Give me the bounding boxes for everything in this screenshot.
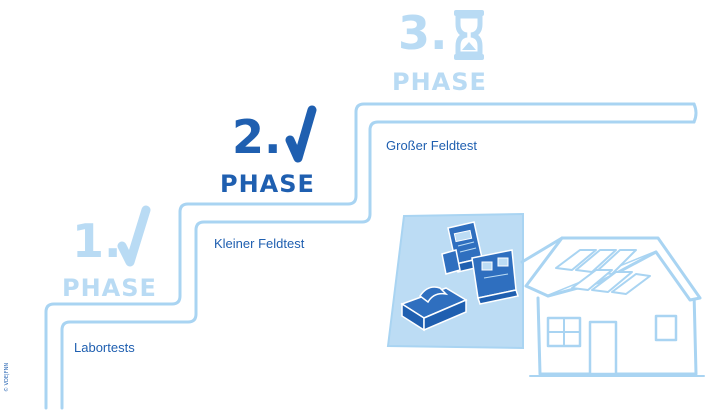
phase-2-label: Kleiner Feldtest: [214, 236, 305, 251]
hourglass-icon: [454, 10, 484, 60]
house-with-solar-icon: [520, 236, 705, 377]
meter-box-icon: [471, 249, 519, 305]
meter-devices-panel: [386, 212, 524, 350]
side-window-icon: [654, 314, 678, 342]
phase-3-label: Großer Feldtest: [386, 138, 478, 153]
phase-2-number: 2.: [232, 110, 282, 164]
door-icon: [588, 320, 618, 376]
meter-device-icon: [441, 221, 485, 275]
communication-module-icon: [400, 286, 468, 332]
phase-3-number: 3.: [398, 6, 448, 60]
image-credit: © VDE|FNN: [4, 362, 10, 392]
phase-2-word: PHASE: [220, 170, 315, 198]
check-icon-phase-1: [117, 205, 151, 267]
phase-1-word: PHASE: [62, 274, 157, 302]
phase-1-label: Labortests: [74, 340, 135, 355]
staircase-path: [44, 102, 698, 410]
phase-1-number: 1.: [72, 214, 122, 268]
check-icon-phase-2: [285, 105, 317, 163]
phase-3-word: PHASE: [392, 68, 487, 96]
solar-panel-icon: [555, 249, 651, 295]
